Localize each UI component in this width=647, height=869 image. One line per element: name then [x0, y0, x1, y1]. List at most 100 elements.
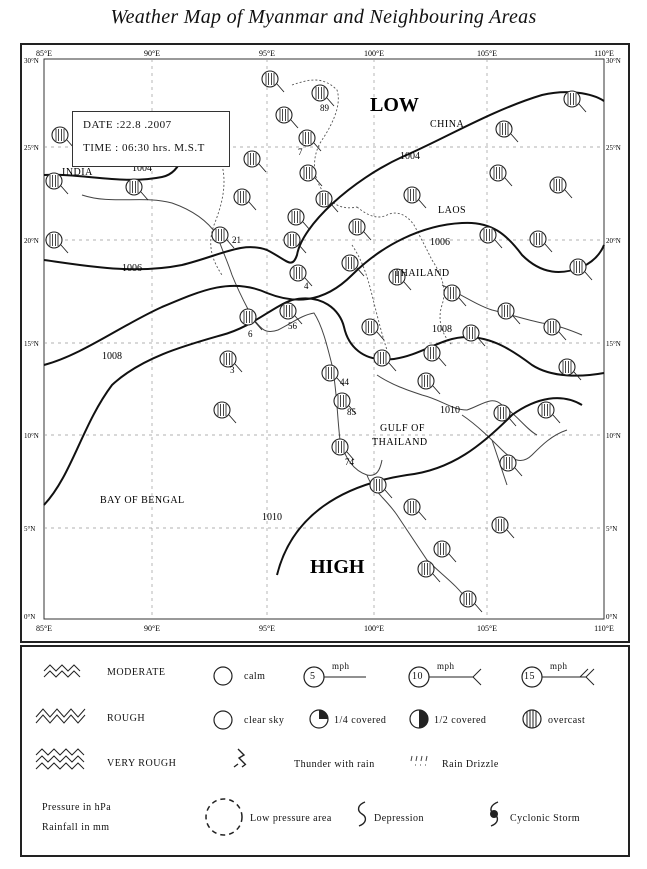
- legend-rough-label: ROUGH: [107, 713, 146, 724]
- legend-very-rough-label: VERY ROUGH: [107, 758, 177, 769]
- station-symbol-icon: [443, 284, 467, 307]
- date-time-box: DATE :22.8 .2007 TIME : 06:30 hrs. M.S.T: [72, 111, 230, 167]
- station-symbol-icon: [333, 392, 357, 415]
- station-symbol-icon: [45, 231, 69, 254]
- station-symbol-icon: [495, 120, 519, 143]
- legend-pressure-unit: Pressure in hPa: [42, 802, 112, 813]
- station-symbol-icon: [489, 164, 513, 187]
- station-symbol-icon: [529, 230, 553, 253]
- legend-clear-sky-label: clear sky: [244, 715, 285, 726]
- station-symbol-icon: [369, 476, 393, 499]
- right-latitude-label: 25°N: [606, 144, 621, 152]
- left-latitude-label: 5°N: [24, 525, 35, 533]
- left-latitude-label: 10°N: [24, 432, 39, 440]
- isobar-value: 1008: [102, 351, 122, 362]
- right-latitude-label: 20°N: [606, 237, 621, 245]
- right-latitude-label: 0°N: [606, 613, 617, 621]
- rough-sea-icon: [35, 708, 86, 724]
- wind-10-unit: mph: [437, 661, 455, 671]
- station-symbol-icon: [403, 498, 427, 521]
- station-symbol-icon: [459, 590, 483, 613]
- quarter-covered-icon: [309, 709, 329, 729]
- top-longitude-label: 90°E: [144, 49, 160, 58]
- top-longitude-label: 105°E: [477, 49, 497, 58]
- top-longitude-label: 85°E: [36, 49, 52, 58]
- legend-half-covered-label: 1/2 covered: [434, 715, 487, 726]
- legend-depression-label: Depression: [374, 813, 424, 824]
- depression-icon: [357, 801, 367, 827]
- place-name: BAY OF BENGAL: [100, 495, 185, 506]
- station-symbol-icon: [219, 350, 243, 373]
- rainfall-amount: 21: [232, 235, 241, 245]
- right-latitude-label: 30°N: [606, 57, 621, 65]
- place-name: GULF OF: [380, 423, 425, 434]
- top-longitude-label: 110°E: [594, 49, 614, 58]
- station-symbol-icon: [243, 150, 267, 173]
- station-symbol-icon: [45, 172, 69, 195]
- legend-rainfall-unit: Rainfall in mm: [42, 822, 110, 833]
- station-symbol-icon: [51, 126, 75, 149]
- station-symbol-icon: [233, 188, 257, 211]
- bottom-longitude-label: 90°E: [144, 624, 160, 633]
- left-latitude-label: 25°N: [24, 144, 39, 152]
- station-symbol-icon: [311, 84, 335, 107]
- rainfall-amount: 89: [320, 103, 330, 113]
- station-symbol-icon: [298, 129, 322, 152]
- thunder-rain-icon: [233, 748, 247, 768]
- right-latitude-label: 15°N: [606, 340, 621, 348]
- station-symbol-icon: [287, 208, 311, 231]
- legend-quarter-covered-label: 1/4 covered: [334, 715, 387, 726]
- rainfall-amount: 4: [304, 281, 309, 291]
- rainfall-amount: 7: [298, 147, 303, 157]
- station-symbol-icon: [341, 254, 365, 277]
- place-name: THAILAND: [372, 437, 428, 448]
- station-symbol-icon: [373, 349, 397, 372]
- station-symbol-icon: [261, 70, 285, 93]
- isobar-value: 1008: [432, 324, 452, 335]
- wind-10-value: 10: [412, 671, 423, 682]
- place-name: LAOS: [438, 205, 466, 216]
- station-symbol-icon: [558, 358, 582, 381]
- station-symbol-icon: [537, 401, 561, 424]
- place-name: CHINA: [430, 119, 464, 130]
- station-symbol-icon: [331, 438, 355, 461]
- rain-drizzle-icon: [410, 755, 428, 766]
- station-symbol-icon: [213, 401, 237, 424]
- station-symbol-icon: [479, 226, 503, 249]
- station-symbol-icon: [283, 231, 307, 254]
- station-symbol-icon: [315, 190, 339, 213]
- left-latitude-label: 20°N: [24, 237, 39, 245]
- isobar-value: 1010: [440, 405, 460, 416]
- rainfall-amount: 85: [347, 407, 357, 417]
- station-symbol-icon: [543, 318, 567, 341]
- station-symbol-icon: [499, 454, 523, 477]
- pressure-system-label: LOW: [370, 94, 419, 116]
- wind-10-icon: [408, 666, 482, 688]
- station-symbol-icon: [279, 302, 303, 325]
- clear-sky-icon: [213, 710, 233, 730]
- station-symbol-icon: [569, 258, 593, 281]
- bottom-longitude-label: 95°E: [259, 624, 275, 633]
- left-latitude-label: 15°N: [24, 340, 39, 348]
- wind-5-value: 5: [310, 671, 316, 682]
- rainfall-amount: 6: [248, 329, 253, 339]
- wind-15-icon: [521, 666, 595, 688]
- station-symbol-icon: [321, 364, 345, 387]
- bottom-longitude-label: 85°E: [36, 624, 52, 633]
- isobar-value: 1004: [400, 151, 420, 162]
- station-symbol-icon: [493, 404, 517, 427]
- date-label: DATE :22.8 .2007: [83, 119, 172, 131]
- isobar-value: 1006: [430, 237, 450, 248]
- overcast-icon: [522, 709, 542, 729]
- legend: MODERATE ROUGH VERY ROUGH Pressure in hP…: [20, 645, 630, 857]
- station-symbol-icon: [361, 318, 385, 341]
- rainfall-amount: 3: [230, 365, 235, 375]
- moderate-sea-icon: [43, 664, 81, 678]
- legend-moderate-label: MODERATE: [107, 667, 166, 678]
- isobar-value: 1010: [262, 512, 282, 523]
- station-symbol-icon: [275, 106, 299, 129]
- rainfall-amount: 56: [288, 321, 298, 331]
- page-title: Weather Map of Myanmar and Neighbouring …: [110, 6, 537, 28]
- half-covered-icon: [409, 709, 429, 729]
